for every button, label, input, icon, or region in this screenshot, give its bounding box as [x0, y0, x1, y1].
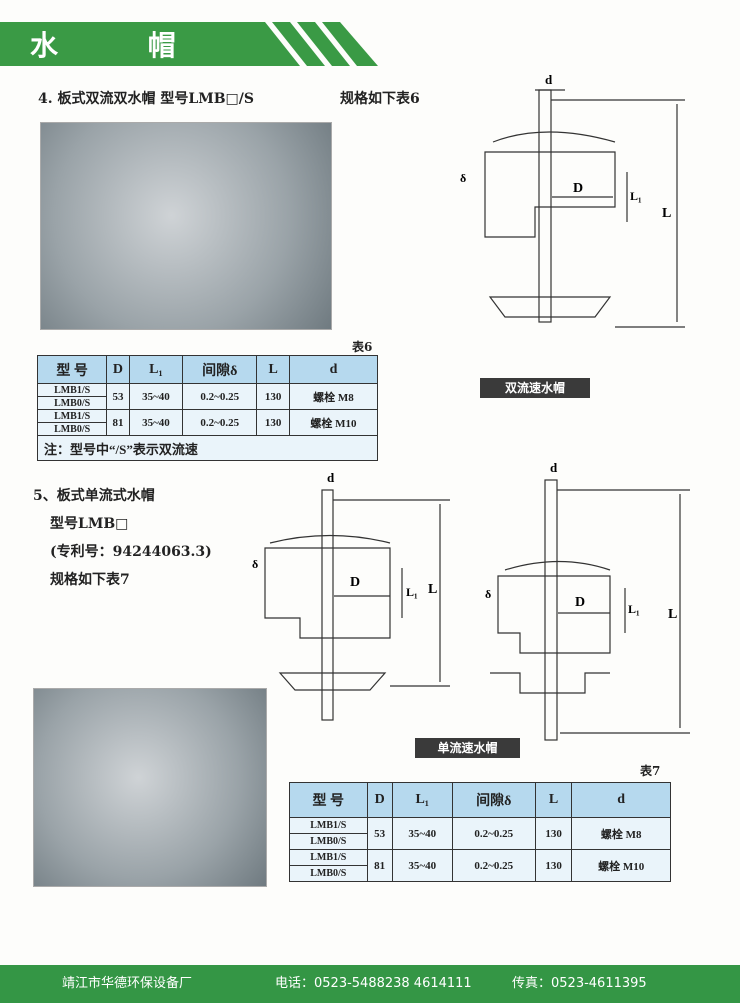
fax: 传真：0523-4611395 [512, 976, 647, 991]
item5-patent: (专利号：94244063.3) [50, 544, 212, 560]
label-D: D [575, 595, 585, 610]
label-delta: δ [252, 557, 258, 571]
cell: LMB1/S [36, 383, 108, 397]
cell: 130 [534, 849, 573, 882]
cell: 螺栓 M10 [571, 849, 671, 882]
cell: 130 [256, 409, 290, 436]
th: d [571, 782, 671, 818]
label-L: L [428, 582, 437, 597]
single-flow-diagram-a: d δ D L₁ L [252, 470, 450, 721]
cell: 螺栓 M8 [289, 383, 378, 410]
caption-dual: 双流速水帽 [480, 378, 590, 398]
item5-spec: 规格如下表7 [50, 572, 130, 588]
cell: 35~40 [391, 817, 453, 850]
label-d: d [550, 460, 558, 475]
cell: 35~40 [128, 409, 184, 436]
cell: 螺栓 M8 [571, 817, 671, 850]
caption-single: 单流速水帽 [415, 738, 520, 758]
cell: LMB1/S [36, 409, 108, 423]
table6-note: 注：型号中“/S”表示双流速 [37, 435, 378, 461]
cell: 0.2~0.25 [182, 409, 258, 436]
cell: 53 [366, 817, 393, 850]
cell: LMB0/S [289, 865, 368, 882]
th: L [256, 355, 290, 384]
th: 间隙δ [182, 355, 258, 384]
company-name: 靖江市华德环保设备厂 [62, 976, 193, 991]
th: 型 号 [36, 355, 108, 384]
cell: LMB1/S [289, 849, 368, 866]
footer: 靖江市华德环保设备厂 电话：0523-5488238 4614111 传真：05… [0, 965, 740, 1003]
th: 型 号 [289, 782, 368, 818]
label-d: d [545, 72, 553, 87]
item4-title: 4. 板式双流双水帽 型号LMB□/S [38, 91, 254, 107]
cell: LMB1/S [289, 817, 368, 834]
label-D: D [350, 575, 360, 590]
header-banner [0, 22, 378, 66]
cell: 0.2~0.25 [182, 383, 258, 410]
th: 间隙δ [451, 782, 536, 818]
th: D [106, 355, 130, 384]
cell: 81 [366, 849, 393, 882]
cell: 81 [106, 409, 130, 436]
product-photo-dual [40, 122, 332, 330]
item4-spec: 规格如下表6 [340, 91, 420, 107]
th: d [289, 355, 378, 384]
th: L₁ [391, 782, 453, 818]
item5-title: 5、板式单流式水帽 [33, 488, 155, 504]
label-delta: δ [460, 171, 466, 185]
th: D [366, 782, 393, 818]
cell: 螺栓 M10 [289, 409, 378, 436]
th: L₁ [128, 355, 184, 384]
cell: 53 [106, 383, 130, 410]
phone: 电话：0523-5488238 4614111 [275, 976, 472, 991]
cell: 35~40 [391, 849, 453, 882]
table7-label: 表7 [640, 764, 661, 778]
label-delta: δ [485, 587, 491, 601]
item5-model: 型号LMB□ [50, 516, 129, 532]
table6-label: 表6 [352, 340, 373, 354]
single-flow-diagram-b: d δ D L₁ L [485, 460, 690, 741]
page-title: 水 帽 [30, 29, 216, 62]
cell: LMB0/S [36, 396, 108, 410]
dual-flow-diagram: d δ D L₁ L [460, 72, 685, 328]
cell: 35~40 [128, 383, 184, 410]
label-L1: L₁ [628, 602, 640, 616]
label-L1: L₁ [630, 189, 642, 203]
cell: 0.2~0.25 [451, 817, 536, 850]
label-L1: L₁ [406, 585, 418, 599]
cell: 0.2~0.25 [451, 849, 536, 882]
label-L: L [668, 607, 677, 622]
label-L: L [662, 206, 671, 221]
th: L [534, 782, 573, 818]
product-photo-single [33, 688, 267, 887]
cell: LMB0/S [289, 833, 368, 850]
label-d: d [327, 470, 335, 485]
label-D: D [573, 181, 583, 196]
cell: 130 [534, 817, 573, 850]
cell: 130 [256, 383, 290, 410]
cell: LMB0/S [36, 422, 108, 436]
